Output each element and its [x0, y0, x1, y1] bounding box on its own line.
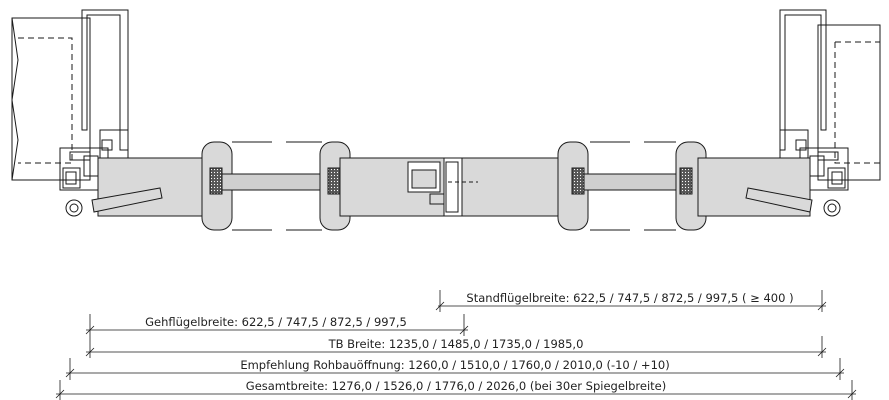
dim-tb-breite-label: TB Breite: 1235,0 / 1485,0 / 1735,0 / 19… [328, 337, 584, 351]
right-glass-pane [583, 173, 685, 191]
dim-standfluegel-label: Standflügelbreite: 622,5 / 747,5 / 872,5… [466, 291, 793, 305]
left-handle [91, 187, 163, 213]
right-meeting-stile [461, 157, 567, 217]
left-leaf-stile [97, 157, 211, 217]
left-frame-profile [59, 9, 129, 217]
dim-gesamt-label: Gesamtbreite: 1276,0 / 1526,0 / 1776,0 /… [246, 379, 666, 393]
dim-rohbau-label: Empfehlung Rohbauöffnung: 1260,0 / 1510,… [240, 358, 669, 372]
left-wall [11, 17, 91, 181]
right-wall [817, 24, 881, 181]
dimension-lines [55, 290, 857, 400]
door-leaves [91, 141, 813, 231]
right-handle [745, 187, 813, 213]
left-glass-pane [221, 173, 323, 191]
dim-gehfluegel-label: Gehflügelbreite: 622,5 / 747,5 / 872,5 /… [145, 315, 407, 329]
